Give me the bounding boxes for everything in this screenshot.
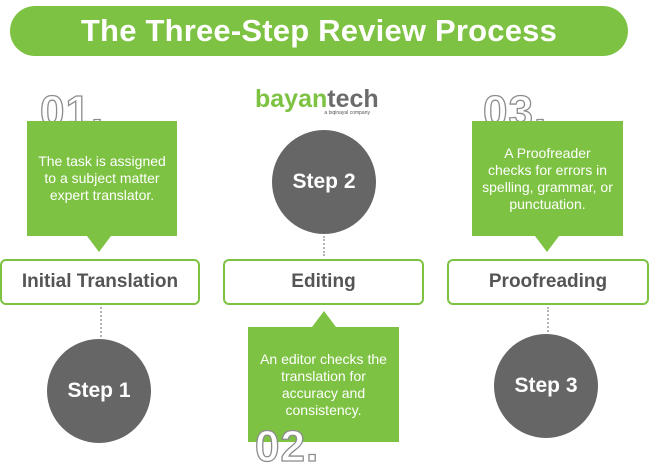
step-1-label-box: Initial Translation — [0, 259, 200, 305]
logo-wordmark: bayantech — [255, 85, 379, 113]
step-3-label: Proofreading — [488, 271, 608, 292]
page-title: The Three-Step Review Process — [80, 13, 558, 48]
step-3-callout-pointer — [535, 236, 559, 252]
step-2-circle: Step 2 — [272, 130, 376, 234]
step-3-callout: A Proofreader checks for errors in spell… — [472, 121, 623, 236]
step-2-label-box: Editing — [223, 259, 424, 305]
step-1-connector — [100, 307, 102, 337]
step-3-text: Step 3 — [514, 374, 578, 397]
logo-part-bayan: bayan — [255, 85, 328, 113]
step-3-circle: Step 3 — [494, 334, 598, 438]
step-2-callout-pointer — [312, 311, 336, 327]
step-2-callout: An editor checks the translation for acc… — [248, 327, 399, 442]
step-3-description: A Proofreader checks for errors in spell… — [482, 144, 613, 212]
step-2-description: An editor checks the translation for acc… — [260, 350, 387, 418]
step-1-circle: Step 1 — [47, 339, 151, 443]
step-1-callout-pointer — [87, 236, 111, 252]
step-1-description: The task is assigned to a subject matter… — [38, 153, 166, 203]
logo-tagline: a tsqinayal company — [324, 110, 370, 116]
title-banner: The Three-Step Review Process — [10, 6, 628, 56]
brand-logo: bayantech a tsqinayal company — [255, 85, 379, 116]
step-1-callout: The task is assigned to a subject matter… — [27, 121, 177, 236]
step-2-label: Editing — [291, 271, 356, 292]
logo-part-tech: tech — [327, 85, 379, 113]
step-1-text: Step 1 — [67, 379, 131, 402]
step-1-label: Initial Translation — [21, 271, 179, 292]
step-3-label-box: Proofreading — [447, 259, 649, 305]
step-2-number: 02. — [254, 422, 320, 471]
step-3-connector — [547, 307, 549, 332]
step-2-text: Step 2 — [292, 170, 356, 193]
step-2-connector — [323, 236, 325, 256]
